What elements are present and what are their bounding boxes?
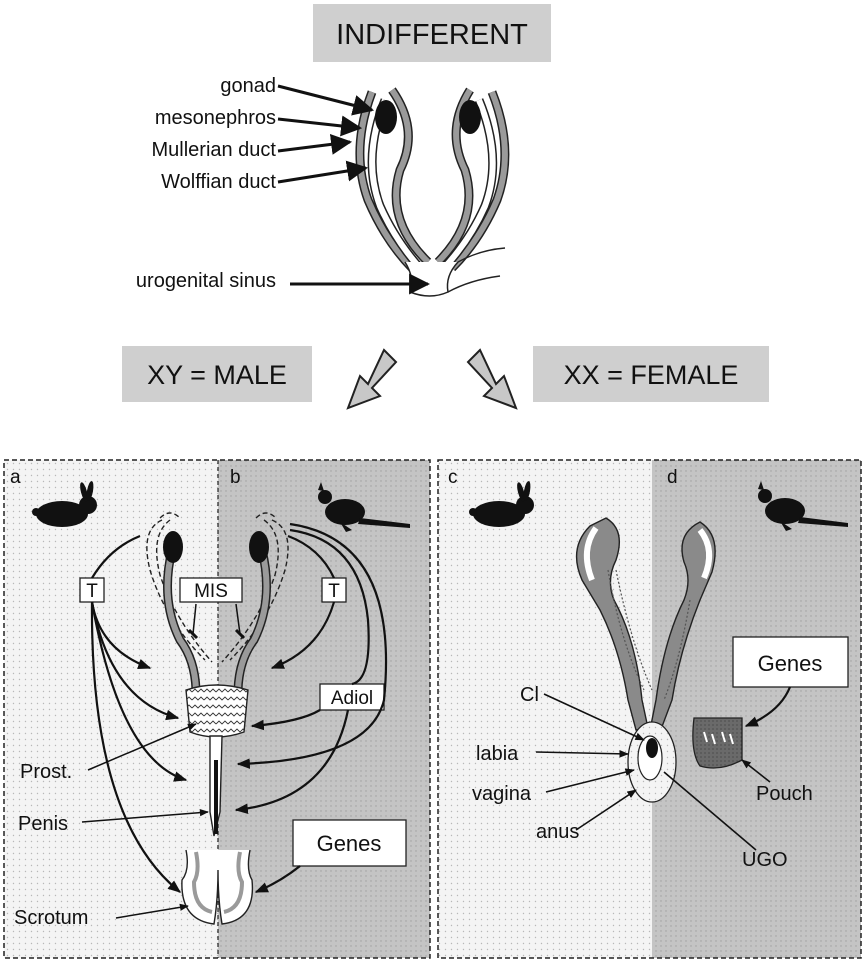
label-penis: Penis (18, 813, 68, 835)
label-gonad: gonad (220, 75, 276, 97)
panel-c-letter: c (448, 467, 458, 488)
adiol-label: Adiol (331, 688, 373, 709)
title-text: INDIFFERENT (336, 19, 528, 51)
prostate-shape (186, 685, 248, 737)
gonad-left (375, 100, 397, 134)
gonad-right (459, 100, 481, 134)
male-genes-label: Genes (317, 831, 382, 856)
label-cl: Cl (520, 684, 539, 706)
female-genes-label: Genes (758, 651, 823, 676)
panel-a-letter: a (10, 467, 21, 488)
label-vagina: vagina (472, 783, 532, 805)
arrow-to-male (348, 350, 396, 408)
label-ugo: UGO (742, 849, 788, 871)
panel-c-bg (438, 460, 652, 958)
label-prost: Prost. (20, 761, 72, 783)
mis-label: MIS (194, 581, 228, 602)
label-pouch: Pouch (756, 783, 813, 805)
pouch-shape (693, 718, 742, 768)
female-label: XX = FEMALE (564, 360, 739, 390)
label-mullerian: Mullerian duct (151, 139, 276, 161)
female-panels (438, 460, 861, 958)
male-label: XY = MALE (147, 360, 287, 390)
label-labia: labia (476, 743, 519, 765)
panel-d-letter: d (667, 467, 678, 488)
t-right-label: T (328, 581, 340, 602)
label-anus: anus (536, 821, 579, 843)
t-left-label: T (86, 581, 98, 602)
indifferent-section: INDIFFERENT gonad mesonephros (136, 4, 551, 296)
arrow-to-female (468, 350, 516, 408)
label-mesonephros: mesonephros (155, 107, 276, 129)
label-urogenital: urogenital sinus (136, 270, 276, 292)
sex-split: XY = MALE XX = FEMALE (122, 346, 769, 408)
label-wolffian: Wolffian duct (161, 171, 276, 193)
panel-b-letter: b (230, 467, 241, 488)
label-scrotum: Scrotum (14, 907, 88, 929)
panel-d-bg (652, 460, 861, 958)
